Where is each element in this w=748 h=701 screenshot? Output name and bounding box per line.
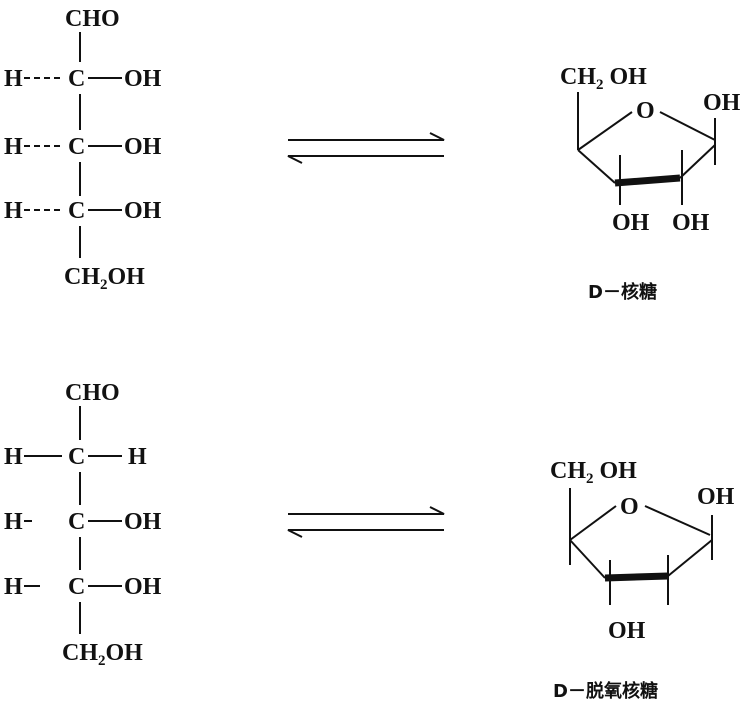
ch2oh-group: CH2 OH bbox=[550, 458, 637, 487]
h-atom: H bbox=[128, 444, 147, 470]
c3-hydroxyl: OH bbox=[612, 210, 650, 236]
hydroxyl: OH bbox=[124, 134, 162, 160]
h-atom: H bbox=[4, 134, 23, 160]
ribose-fischer-projection: CHO H C OH H C OH H C OH CH2OH bbox=[4, 6, 162, 293]
c2-hydroxyl: OH bbox=[672, 210, 710, 236]
ring-oxygen: O bbox=[636, 98, 655, 124]
equilibrium-arrows-bottom bbox=[287, 506, 445, 538]
hydroxymethyl-group: CH2OH bbox=[64, 264, 145, 293]
deoxyribose-furanose-ring: CH2 OH O OH OH D－脱氧核糖 bbox=[550, 458, 735, 701]
aldehyde-group: CHO bbox=[65, 6, 120, 32]
c1-hydroxyl: OH bbox=[697, 484, 735, 510]
deoxyribose-label: D－脱氧核糖 bbox=[553, 680, 658, 701]
hydroxyl: OH bbox=[124, 509, 162, 535]
h-atom: H bbox=[4, 444, 23, 470]
deoxyribose-fischer-projection: CHO H C H H C OH H C OH CH2OH bbox=[4, 380, 162, 669]
carbon: C bbox=[68, 66, 85, 92]
carbon: C bbox=[68, 134, 85, 160]
h-atom: H bbox=[4, 509, 23, 535]
ribose-label: D－核糖 bbox=[588, 281, 657, 303]
hydroxyl: OH bbox=[124, 198, 162, 224]
carbon: C bbox=[68, 444, 85, 470]
c1-hydroxyl: OH bbox=[703, 90, 741, 116]
carbon: C bbox=[68, 509, 85, 535]
hydroxyl: OH bbox=[124, 66, 162, 92]
ribose-furanose-ring: CH2 OH O OH OH OH D－核糖 bbox=[560, 64, 741, 303]
carbon: C bbox=[68, 198, 85, 224]
equilibrium-arrows-top bbox=[287, 132, 445, 164]
aldehyde-group: CHO bbox=[65, 380, 120, 406]
hydroxyl: OH bbox=[124, 574, 162, 600]
h-atom: H bbox=[4, 66, 23, 92]
carbon: C bbox=[68, 574, 85, 600]
h-atom: H bbox=[4, 574, 23, 600]
h-atom: H bbox=[4, 198, 23, 224]
ch2oh-group: CH2 OH bbox=[560, 64, 647, 93]
hydroxymethyl-group: CH2OH bbox=[62, 640, 143, 669]
c3-hydroxyl: OH bbox=[608, 618, 646, 644]
ring-oxygen: O bbox=[620, 494, 639, 520]
